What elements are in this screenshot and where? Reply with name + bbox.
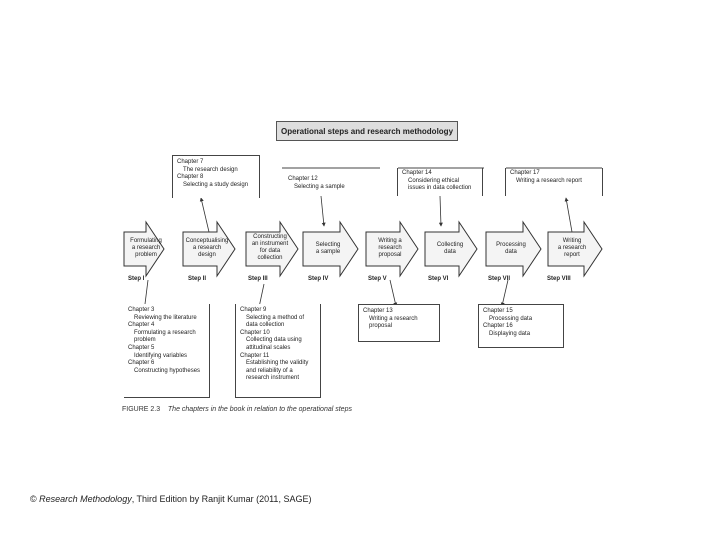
- credit-title: Research Methodology: [39, 494, 132, 504]
- step-arrow-6: [424, 220, 478, 278]
- step-arrow-3: [245, 220, 299, 278]
- top-box-ch17: Chapter 17 Writing a research report: [505, 168, 603, 196]
- connector-ch14-step6: [438, 195, 443, 227]
- connector-step7-bottom: [500, 279, 509, 307]
- bottom-box-ch9-11: Chapter 9 Selecting a method of data col…: [235, 304, 321, 398]
- bottom-box-ch3-6: Chapter 3 Reviewing the literature Chapt…: [124, 304, 210, 398]
- step-arrow-7: [485, 220, 542, 278]
- connector-step2-ch7: [199, 197, 210, 233]
- credit-line: © Research Methodology, Third Edition by…: [30, 494, 311, 504]
- bottom-box-ch15-16: Chapter 15 Processing data Chapter 16 Di…: [478, 304, 564, 348]
- step-label-6: Step VI: [428, 276, 449, 282]
- top-box-ch7-8: Chapter 7 The research design Chapter 8 …: [172, 155, 260, 198]
- credit-prefix: ©: [30, 494, 40, 504]
- step-label-1: Step I: [128, 276, 145, 282]
- connector-step8-ch17: [564, 197, 573, 233]
- credit-rest: , Third Edition by Ranjit Kumar (2011, S…: [131, 494, 312, 504]
- diagram-header: Operational steps and research methodolo…: [276, 121, 458, 141]
- step-label-4: Step IV: [308, 276, 329, 282]
- step-label-3: Step III: [248, 276, 268, 282]
- step-arrow-1: [123, 220, 165, 278]
- figure-label: FIGURE 2.3: [122, 406, 161, 413]
- connector-step5-bottom: [389, 279, 398, 307]
- step-arrow-2: [182, 220, 236, 278]
- step-label-2: Step II: [188, 276, 207, 282]
- step-label-7: Step VII: [488, 276, 511, 282]
- step-arrow-8: [547, 220, 603, 278]
- top-box-ch14: Chapter 14 Considering ethical issues in…: [397, 168, 483, 196]
- bottom-box-ch13: Chapter 13 Writing a research proposal: [358, 304, 440, 342]
- top-box-ch12: Chapter 12 Selecting a sample: [288, 176, 345, 190]
- step-label-5: Step V: [368, 276, 387, 282]
- step-arrow-4: [302, 220, 359, 278]
- figure-caption: FIGURE 2.3 The chapters in the book in r…: [122, 406, 352, 413]
- step-label-8: Step VIII: [547, 276, 571, 282]
- connector-ch12-step4: [320, 195, 326, 227]
- step-arrow-5: [365, 220, 419, 278]
- figure-text: The chapters in the book in relation to …: [167, 406, 352, 413]
